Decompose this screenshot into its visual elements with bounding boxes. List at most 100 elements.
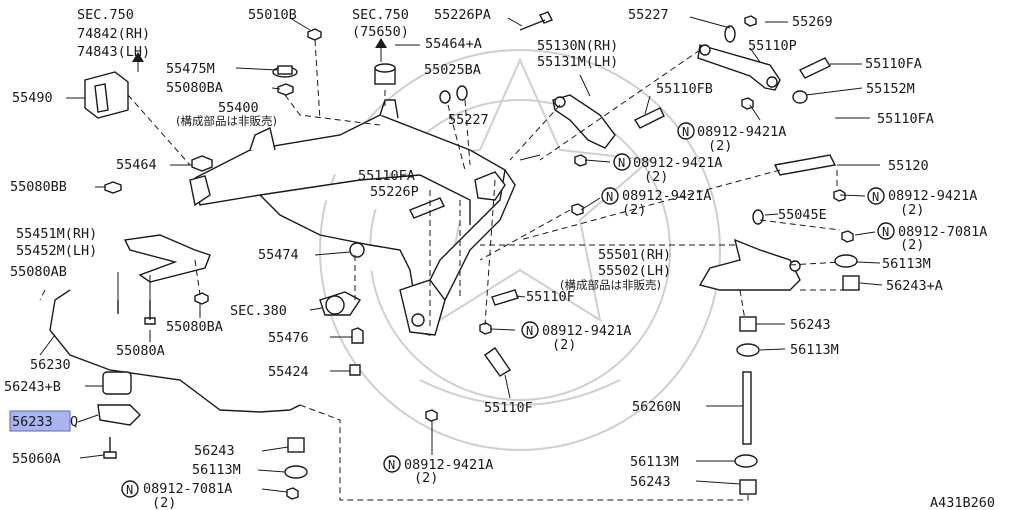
label-55080BA-2[interactable]: 55080BA [166, 319, 223, 335]
nut-55464[interactable] [191, 155, 213, 172]
label-55451M[interactable]: 55451M(RH) [16, 226, 97, 242]
nut-08912-9421A-6[interactable] [425, 409, 438, 422]
arm-55501[interactable] [698, 238, 801, 291]
label-55501[interactable]: 55501(RH) [598, 247, 671, 263]
label-55110P[interactable]: 55110P [748, 38, 797, 54]
label-55452M[interactable]: 55452M(LH) [16, 243, 97, 259]
label-56113M-2[interactable]: 56113M [790, 342, 839, 358]
label-56243A[interactable]: 56243+A [886, 278, 943, 294]
label-08912-9421A-2[interactable]: 08912-9421A [633, 155, 722, 171]
stud-56260N[interactable] [742, 371, 752, 445]
mount-56113M-4[interactable] [734, 454, 758, 468]
bushing-56243-2[interactable] [287, 437, 305, 453]
bolt-55424[interactable] [349, 364, 361, 376]
clamp-56233[interactable] [97, 404, 141, 426]
label-55110FA-2[interactable]: 55110FA [877, 111, 934, 127]
crossmember-55400[interactable] [189, 99, 516, 336]
label-56233[interactable]: 56233 [12, 414, 53, 430]
label-08912-9421A-6[interactable]: 08912-9421A [404, 457, 493, 473]
label-55269[interactable]: 55269 [792, 14, 833, 30]
label-56243-3[interactable]: 56243 [630, 474, 671, 490]
label-08912-9421A-1[interactable]: 08912-9421A [697, 124, 786, 140]
nut-55080BA-2[interactable] [194, 292, 209, 305]
nut-55080BB[interactable] [104, 181, 122, 194]
washer-55045E[interactable] [752, 209, 764, 225]
label-55464A[interactable]: 55464+A [425, 36, 482, 52]
label-55080BA-1[interactable]: 55080BA [166, 80, 223, 96]
nut-55269[interactable] [744, 15, 757, 27]
mount-56113M-3[interactable] [284, 465, 308, 479]
label-55130N[interactable]: 55130N(RH) [537, 38, 618, 54]
nut-55010B[interactable] [307, 28, 322, 41]
bracket-sec380[interactable] [319, 291, 362, 316]
mount-56113M-2[interactable] [736, 343, 760, 357]
label-55131M[interactable]: 55131M(LH) [537, 54, 618, 70]
washers-55025BA[interactable] [439, 85, 468, 104]
bushing-56243-1[interactable] [739, 316, 757, 332]
mount-55490[interactable] [84, 71, 129, 119]
link-55110P[interactable] [697, 44, 781, 91]
bolt-55110FB[interactable] [633, 107, 665, 129]
bolt-55060A[interactable] [103, 437, 117, 459]
label-55110FA-3[interactable]: 55110FA [358, 168, 415, 184]
bolt-55080A[interactable] [144, 300, 156, 325]
bushing-56243A[interactable] [842, 275, 860, 291]
bushing-55474[interactable] [349, 242, 365, 258]
label-55060A[interactable]: 55060A [12, 451, 61, 467]
label-55227-top[interactable]: 55227 [628, 7, 669, 23]
label-55080AB[interactable]: 55080AB [10, 264, 67, 280]
bolt-55226PA[interactable] [519, 11, 553, 31]
label-56113M-4[interactable]: 56113M [630, 454, 679, 470]
label-55045E[interactable]: 55045E [778, 207, 827, 223]
label-55080BB[interactable]: 55080BB [10, 179, 67, 195]
label-56113M-1[interactable]: 56113M [882, 256, 931, 272]
nut-08912-7081A-2[interactable] [286, 487, 299, 500]
bushing-55152M[interactable] [792, 90, 808, 104]
mount-55464A[interactable] [374, 63, 396, 85]
mount-56113M-1[interactable] [834, 254, 858, 268]
label-55025BA[interactable]: 55025BA [424, 62, 481, 78]
label-55120[interactable]: 55120 [888, 158, 929, 174]
label-55010B[interactable]: 55010B [248, 7, 297, 23]
bolt-55110F-2[interactable] [484, 347, 511, 377]
label-56113M-3[interactable]: 56113M [192, 462, 241, 478]
label-55464[interactable]: 55464 [116, 157, 157, 173]
arm-55130N[interactable] [552, 94, 616, 149]
nut-55080BA[interactable] [277, 83, 294, 96]
label-55424[interactable]: 55424 [268, 364, 309, 380]
label-55152M[interactable]: 55152M [866, 81, 915, 97]
label-08912-7081A-2[interactable]: 08912-7081A [143, 481, 232, 497]
washer-55227[interactable] [724, 25, 736, 43]
ref-sec750-a[interactable]: SEC.750 [77, 7, 134, 23]
label-55080A[interactable]: 55080A [116, 343, 165, 359]
label-56243B[interactable]: 56243+B [4, 379, 61, 395]
ref-sec380[interactable]: SEC.380 [230, 303, 287, 319]
label-08912-9421A-3[interactable]: 08912-9421A [622, 188, 711, 204]
label-55227-mid[interactable]: 55227 [448, 112, 489, 128]
label-56260N[interactable]: 56260N [632, 399, 681, 415]
ref-sec750-b[interactable]: SEC.750 [352, 7, 409, 23]
label-55226PA[interactable]: 55226PA [434, 7, 491, 23]
label-55110F-1[interactable]: 55110F [526, 289, 575, 305]
label-55400[interactable]: 55400 [218, 100, 259, 116]
label-55110F-2[interactable]: 55110F [484, 400, 533, 416]
bushing-56243B[interactable] [102, 371, 132, 395]
label-08912-7081A-1[interactable]: 08912-7081A [898, 224, 987, 240]
label-08912-9421A-4[interactable]: 08912-9421A [888, 188, 977, 204]
label-55475M[interactable]: 55475M [166, 61, 215, 77]
insulator-55475M[interactable] [272, 65, 298, 78]
label-08912-9421A-5[interactable]: 08912-9421A [542, 323, 631, 339]
link-55120[interactable] [773, 154, 837, 176]
label-55476[interactable]: 55476 [268, 330, 309, 346]
label-55490[interactable]: 55490 [12, 90, 53, 106]
stabilizer-bar-56230[interactable] [49, 289, 301, 413]
label-56230[interactable]: 56230 [30, 357, 71, 373]
bolt-55110FA-1[interactable] [798, 57, 832, 79]
label-55226P[interactable]: 55226P [370, 184, 419, 200]
label-56243-1[interactable]: 56243 [790, 317, 831, 333]
bushing-56243-3[interactable] [739, 479, 757, 495]
label-55474[interactable]: 55474 [258, 247, 299, 263]
bolt-55110F-1[interactable] [491, 289, 519, 306]
arm-55451M[interactable] [123, 234, 211, 283]
nut-55476[interactable] [351, 327, 364, 344]
